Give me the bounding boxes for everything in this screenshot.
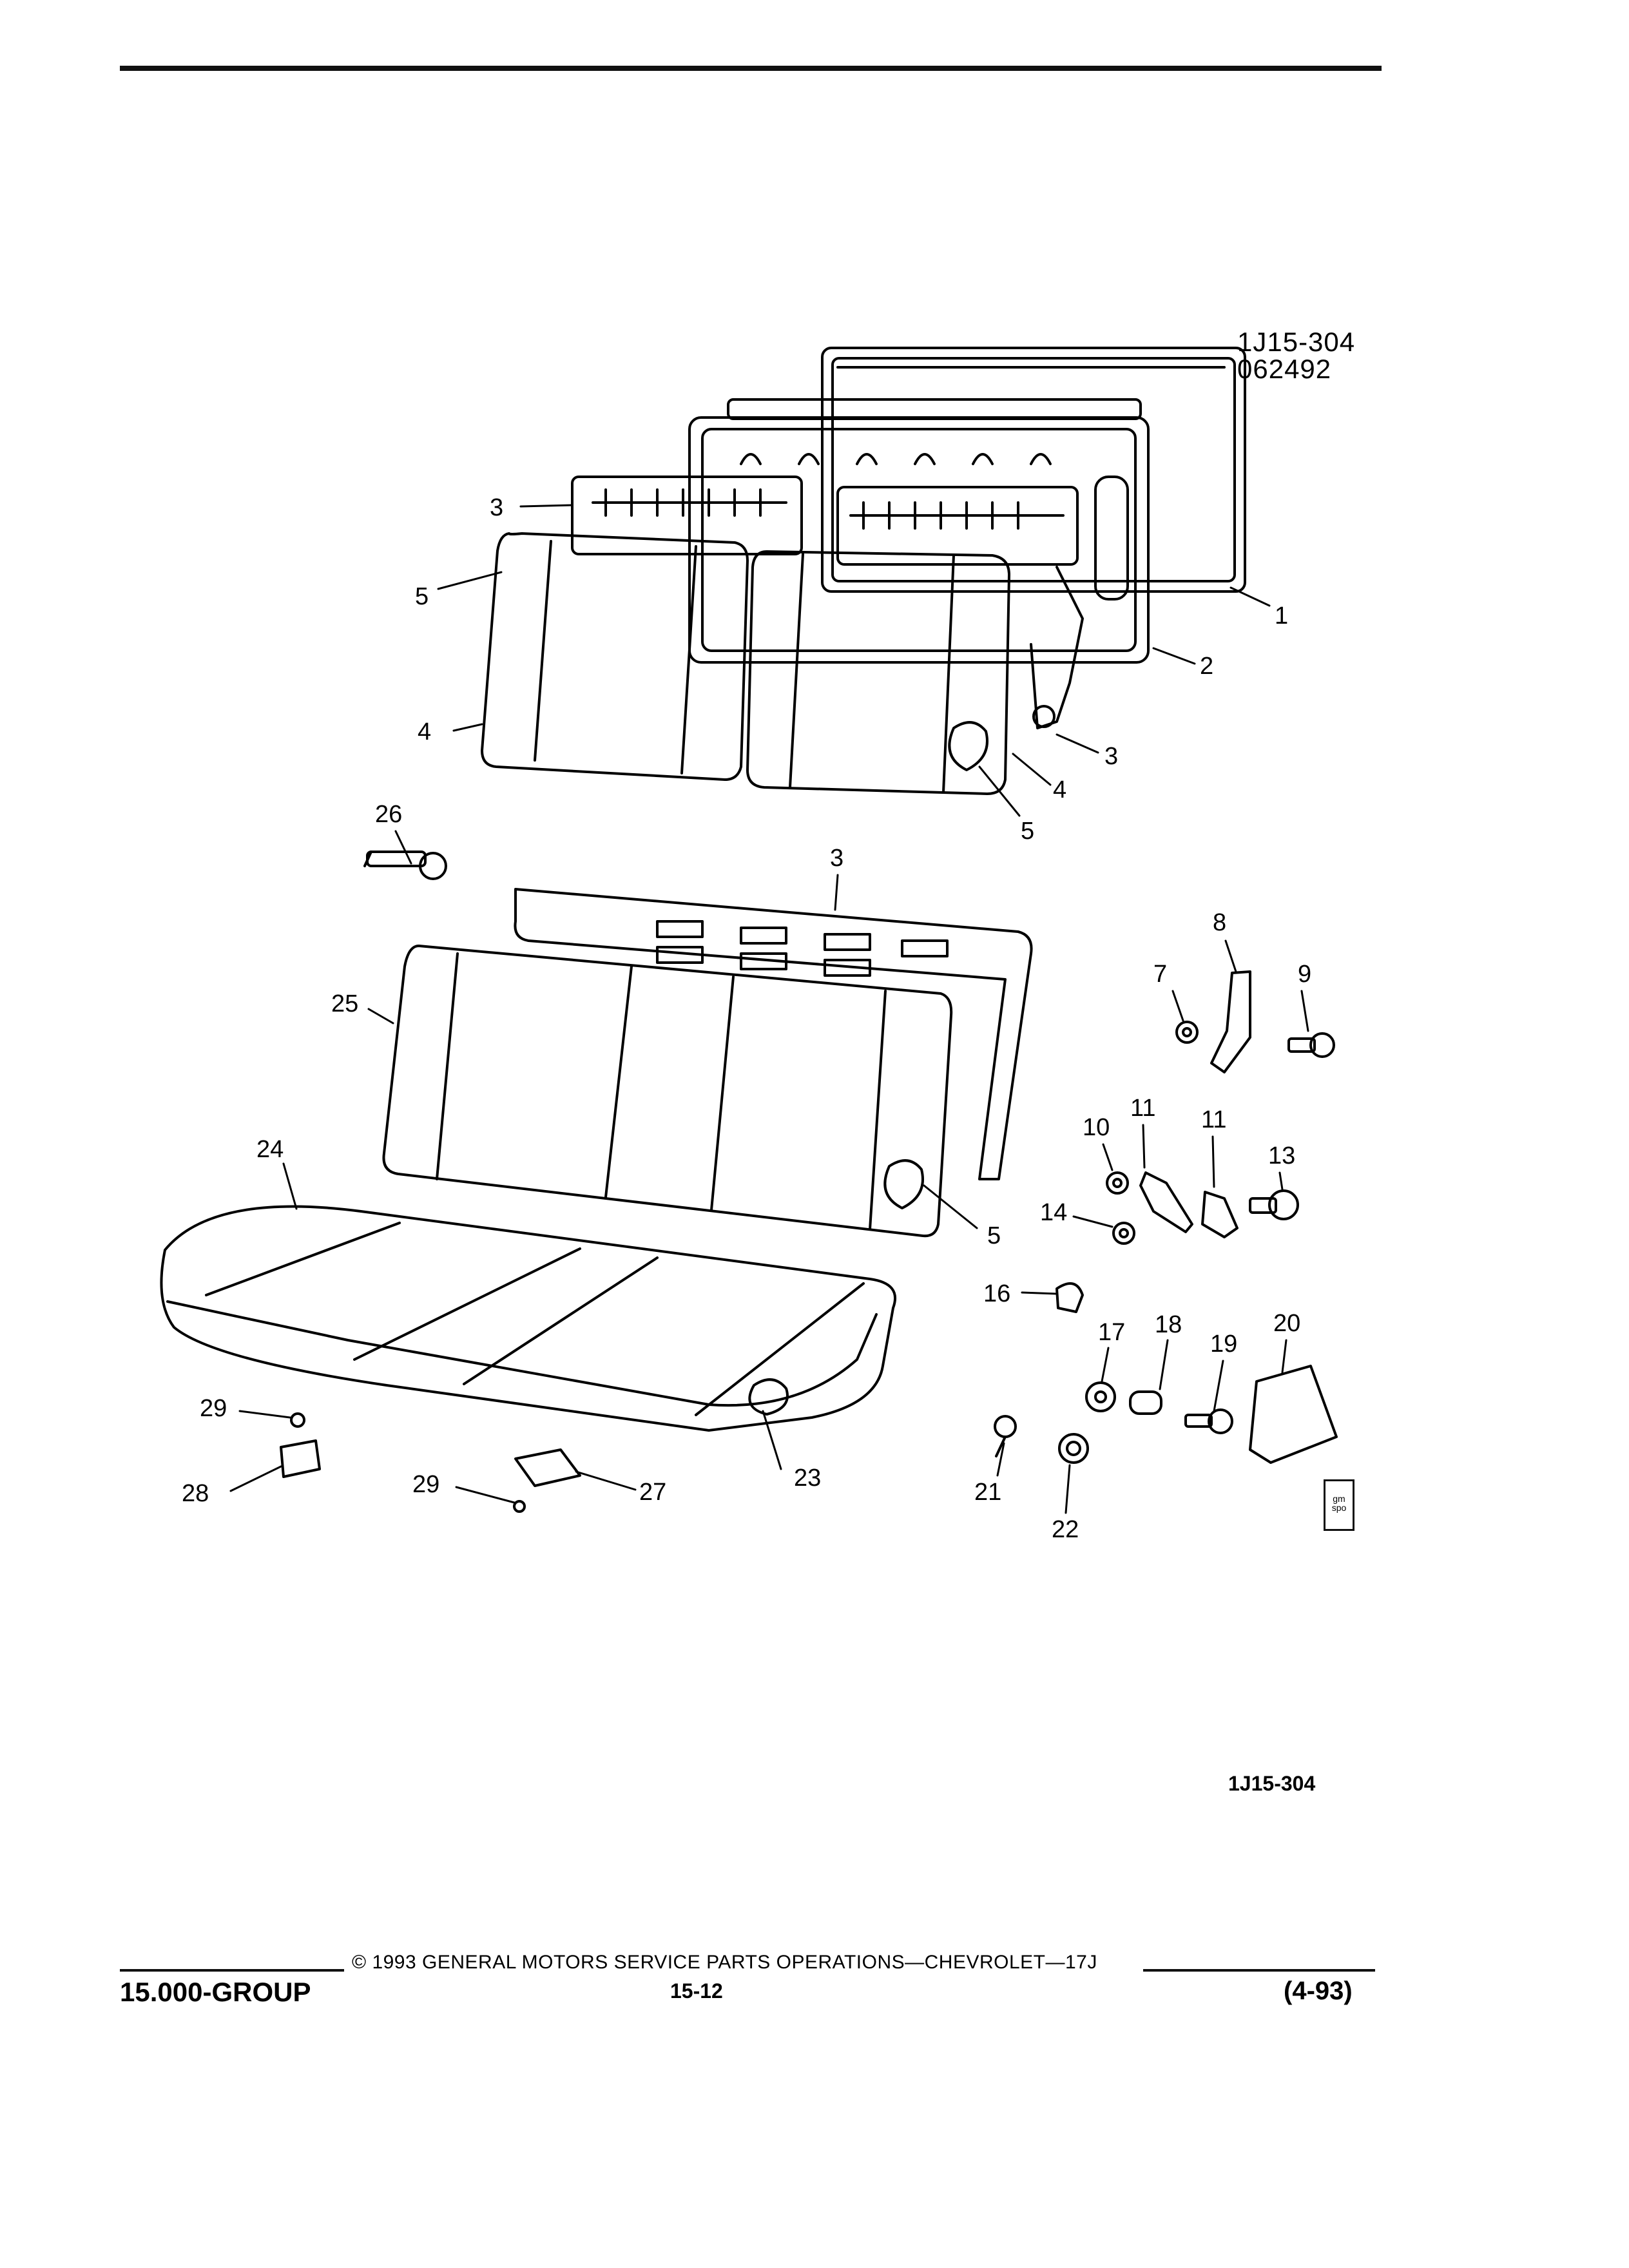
footer-rule-left xyxy=(120,1969,344,1972)
part-14-nut xyxy=(1112,1222,1135,1245)
part-27-bracket xyxy=(514,1448,581,1487)
label-25: 25 xyxy=(331,990,358,1017)
label-19: 19 xyxy=(1210,1331,1237,1358)
label-21: 21 xyxy=(974,1479,1001,1506)
part-3-back-frame-left xyxy=(571,476,803,555)
part-25-lower-seatback-cushion xyxy=(382,945,953,1238)
label-8: 8 xyxy=(1213,909,1226,936)
label-2: 2 xyxy=(1200,653,1213,680)
label-3-upper-left: 3 xyxy=(490,494,503,521)
part-3-back-frame-right xyxy=(836,486,1084,729)
part-3-lower-back-frame xyxy=(514,888,1033,1180)
label-14: 14 xyxy=(1040,1199,1067,1226)
part-16-clip xyxy=(1055,1282,1084,1313)
figure-date-code: 062492 xyxy=(1237,354,1332,384)
label-24: 24 xyxy=(256,1136,284,1163)
part-22-bushing xyxy=(1058,1433,1089,1464)
part-9-bolt xyxy=(1287,1032,1335,1058)
part-29-screw-b xyxy=(513,1500,526,1513)
part-4-right-seatback-cushion xyxy=(746,550,1010,795)
part-20-latch-cover xyxy=(1249,1365,1338,1464)
label-26: 26 xyxy=(375,801,402,828)
part-28-bracket xyxy=(280,1439,321,1478)
part-19-bolt xyxy=(1184,1408,1233,1434)
part-17-washer xyxy=(1085,1381,1116,1412)
label-3-lower: 3 xyxy=(830,845,843,872)
label-1: 1 xyxy=(1275,602,1288,629)
label-4-right: 4 xyxy=(1053,776,1066,803)
label-5-lower: 5 xyxy=(987,1222,1001,1249)
label-11-b: 11 xyxy=(1201,1106,1226,1133)
label-27: 27 xyxy=(639,1479,666,1506)
gm-spo-logo-text: gm spo xyxy=(1331,1494,1347,1513)
label-29-b: 29 xyxy=(412,1471,439,1498)
figure-footer-code: 1J15-304 xyxy=(1228,1772,1316,1795)
label-7: 7 xyxy=(1153,961,1167,988)
label-22: 22 xyxy=(1052,1516,1079,1543)
label-5-upper-right: 5 xyxy=(1021,818,1034,845)
part-1-rear-panel xyxy=(821,347,1246,593)
part-26-bolt xyxy=(363,850,447,880)
part-7-nut xyxy=(1175,1021,1199,1044)
label-4-left: 4 xyxy=(418,718,431,745)
part-4-left-seatback-cushion xyxy=(481,532,749,781)
footer-rule-right xyxy=(1143,1969,1375,1972)
label-3-upper-right: 3 xyxy=(1104,743,1118,770)
part-labels: 1 2 3 3 4 4 5 5 26 3 25 5 24 8 7 9 10 11… xyxy=(182,494,1311,1543)
part-2-back-frame xyxy=(688,398,1150,664)
copyright-line: © 1993 GENERAL MOTORS SERVICE PARTS OPER… xyxy=(352,1952,1097,1973)
revision-date: (4-93) xyxy=(1284,1977,1353,2005)
gm-spo-logo: gm spo xyxy=(1324,1479,1354,1531)
label-5-upper-left: 5 xyxy=(415,583,429,610)
label-16: 16 xyxy=(983,1280,1010,1307)
part-29-screw-a xyxy=(290,1412,305,1428)
label-11-a: 11 xyxy=(1130,1095,1155,1122)
label-20: 20 xyxy=(1273,1310,1300,1337)
figure-code: 1J15-304 xyxy=(1237,327,1356,357)
leader-lines xyxy=(229,504,1309,1514)
part-8-bracket xyxy=(1210,970,1251,1073)
part-11-bracket-a xyxy=(1139,1171,1193,1233)
part-10-nut xyxy=(1106,1171,1129,1195)
group-number: 15.000-GROUP xyxy=(120,1977,311,2007)
page-number: 15-12 xyxy=(670,1979,723,2003)
part-18-spacer xyxy=(1129,1390,1162,1415)
label-29-a: 29 xyxy=(200,1395,227,1422)
part-11-bracket-b xyxy=(1201,1191,1239,1238)
label-9: 9 xyxy=(1298,961,1311,988)
label-13: 13 xyxy=(1268,1142,1295,1169)
part-24-seat-cushion xyxy=(160,1205,897,1432)
label-28: 28 xyxy=(182,1480,209,1507)
label-17: 17 xyxy=(1098,1319,1125,1346)
part-21-screw xyxy=(994,1415,1017,1457)
label-10: 10 xyxy=(1083,1114,1110,1141)
label-18: 18 xyxy=(1155,1311,1182,1338)
part-13-bolt xyxy=(1249,1189,1299,1220)
top-rule xyxy=(120,66,1382,71)
label-23: 23 xyxy=(794,1465,821,1492)
